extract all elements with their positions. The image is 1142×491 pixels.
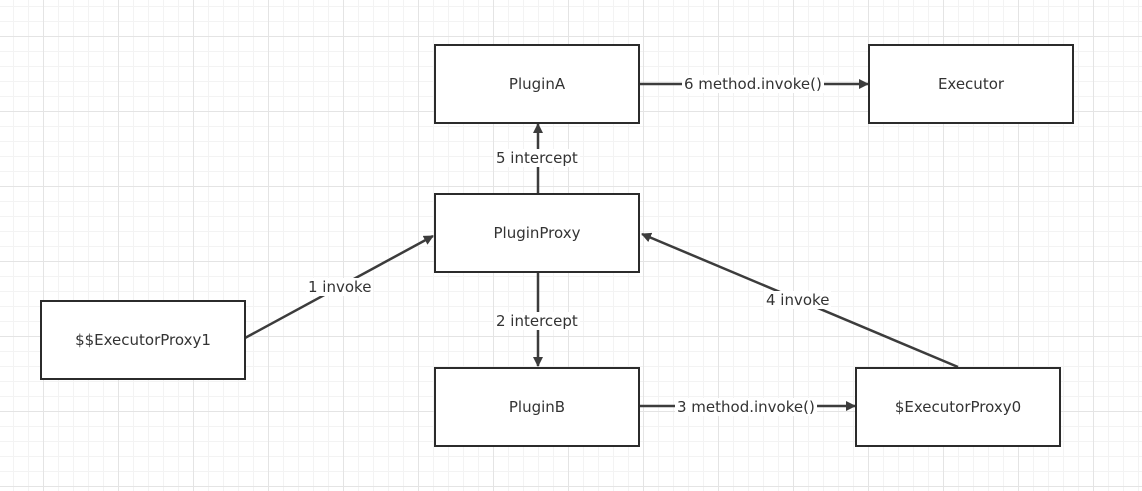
node-executor-proxy1[interactable]: $$ExecutorProxy1	[40, 300, 246, 380]
node-executor-proxy0[interactable]: $ExecutorProxy0	[855, 367, 1061, 447]
edge-step4-label: 4 invoke	[764, 291, 832, 309]
edge-step3-label: 3 method.invoke()	[675, 398, 817, 416]
edge-step5-label: 5 intercept	[494, 149, 580, 167]
edge-step1-label: 1 invoke	[306, 278, 374, 296]
node-executor[interactable]: Executor	[868, 44, 1074, 124]
edge-step6-label: 6 method.invoke()	[682, 75, 824, 93]
node-plugin-proxy[interactable]: PluginProxy	[434, 193, 640, 273]
edge-step2-label: 2 intercept	[494, 312, 580, 330]
node-plugin-b[interactable]: PluginB	[434, 367, 640, 447]
node-plugin-a[interactable]: PluginA	[434, 44, 640, 124]
